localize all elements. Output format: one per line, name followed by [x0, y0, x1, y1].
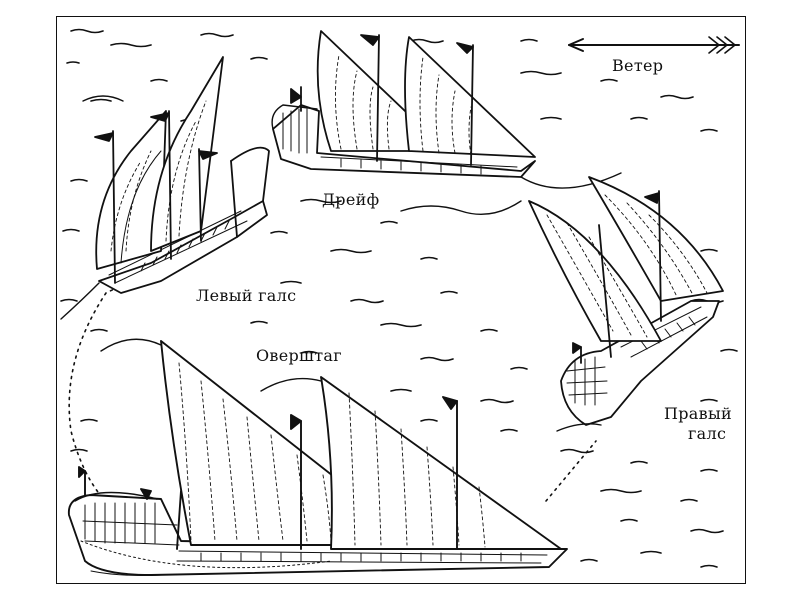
- ship-right-tack: [400, 176, 724, 432]
- label-tacking: Оверштаг: [256, 346, 342, 365]
- water-ripples: [60, 28, 738, 568]
- label-drift: Дрейф: [322, 190, 380, 209]
- ship-tacking: [67, 338, 568, 576]
- label-right-tack-line1: Правый: [664, 404, 732, 423]
- label-right-tack-line2: галс: [688, 424, 727, 443]
- wind-arrow: [568, 36, 740, 54]
- label-left-tack: Левый галс: [196, 286, 297, 305]
- ship-drift: [271, 30, 622, 189]
- illustration-svg: [60, 28, 740, 576]
- illustration-frame: [56, 16, 746, 584]
- ship-left-tack: [60, 56, 270, 320]
- label-wind: Ветер: [612, 56, 664, 75]
